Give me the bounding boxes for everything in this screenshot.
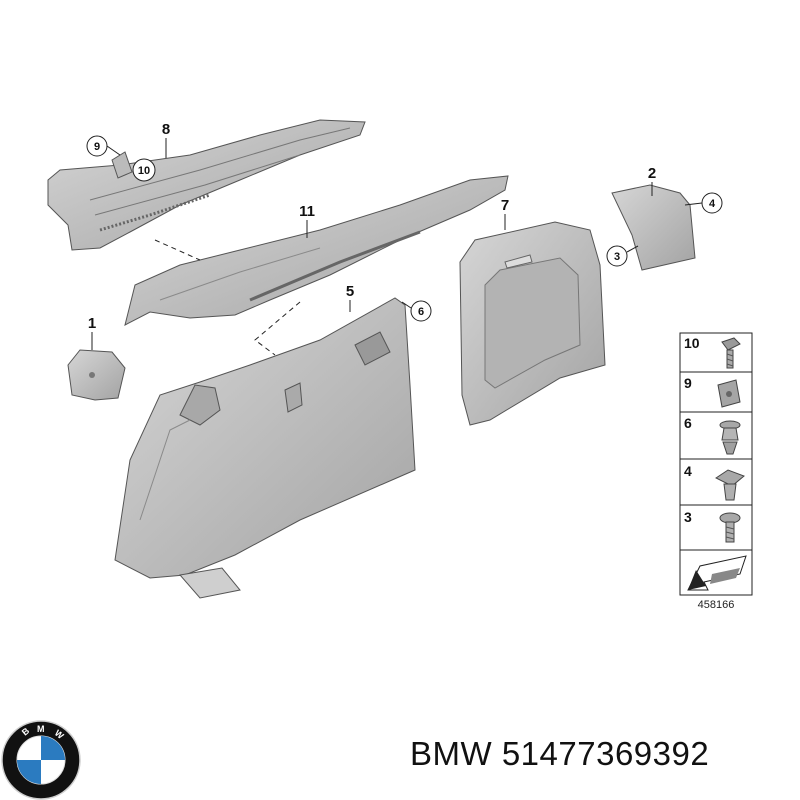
callout-11: 11 [299, 203, 315, 220]
legend-row-number: 9 [684, 375, 692, 391]
callout-4: 4 [709, 198, 716, 210]
part-caption: BMW 51477369392 [410, 735, 709, 773]
bolt-icon [721, 337, 741, 369]
legend-row-number: 10 [684, 335, 700, 351]
callouts: 1 2 3 4 5 6 7 8 9 10 11 [86, 121, 723, 350]
cargo-arrow-icon [687, 555, 747, 591]
part-11-trim-strip [124, 175, 509, 326]
part-8-bracket [47, 119, 366, 251]
svg-text:B: B [20, 725, 32, 737]
callout-3: 3 [614, 251, 620, 263]
bmw-logo: B M W [1, 720, 81, 800]
part-1-bracket [67, 349, 126, 401]
callout-8: 8 [162, 121, 170, 138]
fastener-legend: 10 9 6 4 3 [679, 332, 753, 611]
part-number: 51477369392 [501, 735, 710, 772]
legend-row-number: 3 [684, 509, 692, 525]
clip-nut-icon [717, 379, 741, 408]
callout-2: 2 [648, 165, 656, 182]
assembly-lines [154, 239, 301, 356]
part-2-cover [611, 184, 696, 271]
brand-name: BMW [410, 735, 493, 772]
push-rivet-icon [719, 420, 741, 455]
svg-text:M: M [37, 724, 45, 734]
screw-clip-icon [719, 512, 741, 543]
legend-row-number: 4 [684, 463, 692, 479]
callout-9: 9 [94, 141, 100, 153]
part-5-side-panel [114, 297, 416, 599]
callout-5: 5 [346, 283, 354, 300]
callout-7: 7 [501, 197, 509, 214]
legend-row-number: 6 [684, 415, 692, 431]
callout-6: 6 [418, 306, 424, 318]
callout-1: 1 [88, 315, 96, 332]
part-7-panel-cover [459, 221, 606, 426]
callout-10: 10 [138, 165, 150, 177]
expanding-clip-icon [715, 469, 745, 501]
diagram-ref-number: 458166 [698, 599, 735, 611]
